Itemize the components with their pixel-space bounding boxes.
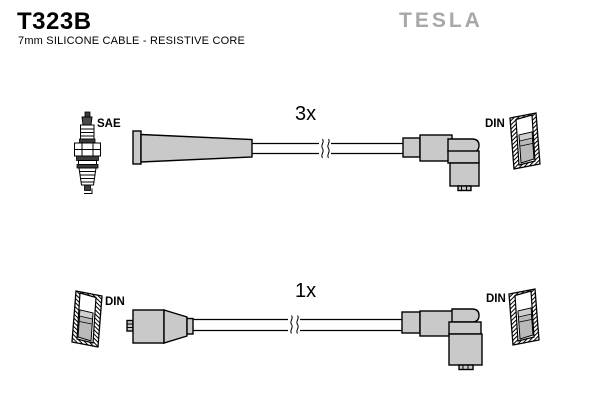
straight-boot-sae: [132, 130, 253, 165]
elbow-boot-row2: [401, 308, 483, 371]
din-label-row2-left: DIN: [105, 296, 125, 308]
straight-boot-din: [126, 309, 194, 344]
cable-spec-subtitle: 7mm SILICONE CABLE - RESISTIVE CORE: [18, 35, 246, 47]
din-socket-icon-row2-left: [71, 290, 103, 348]
tesla-logo: TESLA: [399, 9, 483, 32]
cable-break-symbol: [321, 138, 330, 159]
quantity-label-row2: 1x: [295, 280, 316, 302]
cable-row2: [193, 315, 402, 334]
spark-plug-icon: [74, 111, 101, 194]
din-socket-icon-row1: [509, 112, 541, 170]
din-label-row2-right: DIN: [486, 293, 506, 305]
din-socket-icon-row2-right: [508, 288, 540, 346]
part-number: T323B: [17, 8, 92, 35]
cable-break-symbol: [290, 315, 299, 334]
cable-row1: [252, 138, 403, 159]
din-label-row1: DIN: [485, 118, 505, 130]
sae-label: SAE: [97, 118, 121, 130]
quantity-label-row1: 3x: [295, 103, 316, 125]
elbow-boot-row1: [402, 134, 480, 192]
